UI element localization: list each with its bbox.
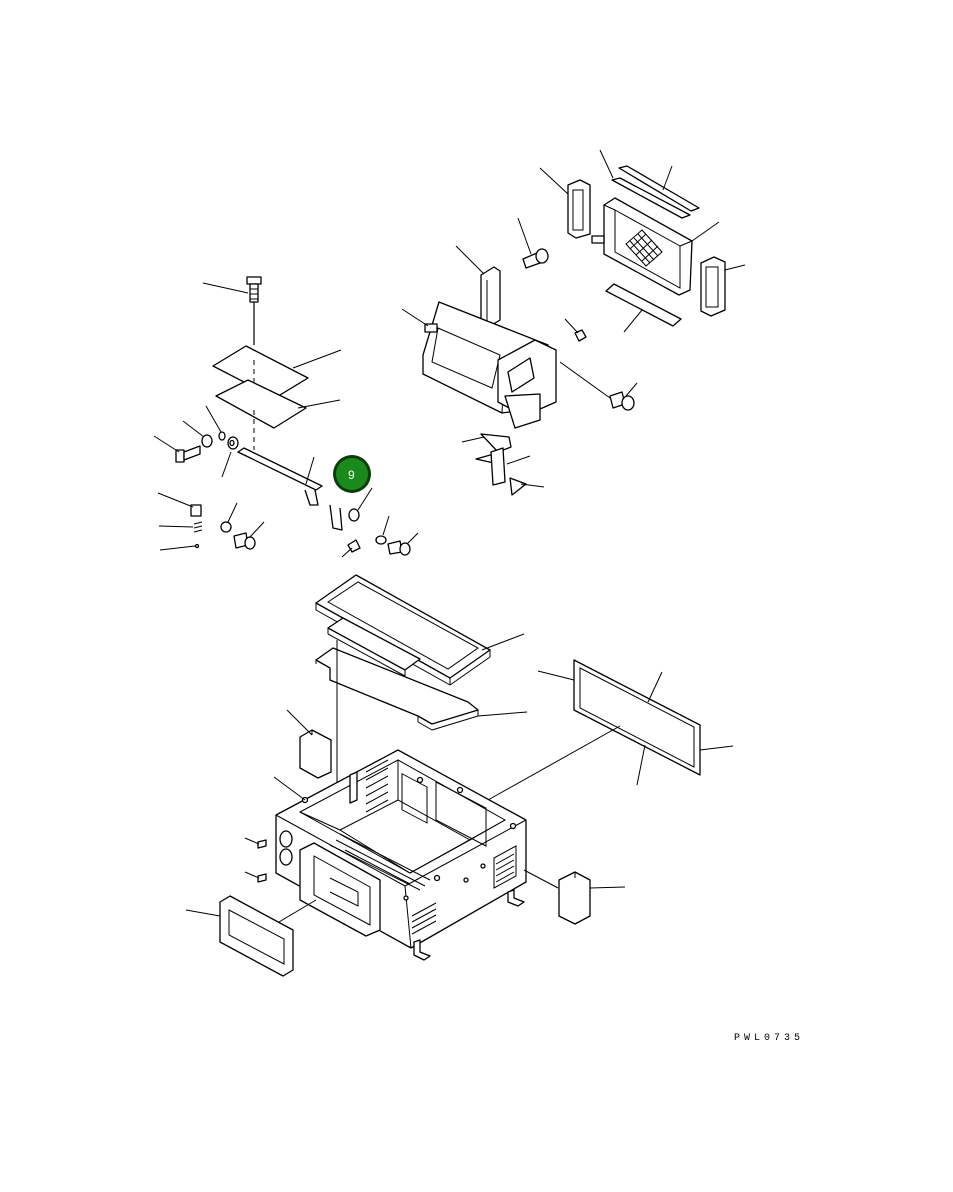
callout-badge[interactable]: 9 (333, 455, 371, 493)
seal-frame-left (567, 179, 591, 239)
seal-strip-bottom (605, 283, 682, 327)
fan-housing-assembly (401, 217, 638, 496)
port-hole (279, 830, 293, 848)
callout-label: 9 (348, 468, 355, 482)
heater-core (591, 197, 693, 296)
side-filter-panel (487, 659, 734, 801)
filter-plate-assembly (315, 574, 528, 731)
nut (218, 431, 226, 441)
washer (348, 508, 360, 522)
cover-plate-lower (215, 379, 307, 429)
washer (220, 521, 232, 533)
seal-strip (611, 177, 691, 219)
vent-slots-back (365, 759, 389, 813)
main-casing (244, 640, 527, 961)
mounting-foot (413, 939, 431, 961)
flap-parts (475, 433, 527, 496)
seal-frame-right (700, 256, 726, 317)
housing-pipe (424, 323, 438, 333)
top-cover-plate (315, 574, 491, 686)
spring (193, 521, 203, 533)
filter-pad-right (523, 869, 626, 925)
top-bolt (246, 276, 262, 303)
washer (375, 535, 387, 545)
lower-right-bolt (387, 540, 411, 556)
nut (190, 504, 202, 517)
mounting-bracket (237, 447, 323, 491)
vent-slots-front (411, 902, 437, 935)
seal-strip (618, 165, 700, 212)
inner-ribs (329, 833, 431, 891)
core-pipe (591, 235, 605, 244)
blower-housing (422, 301, 557, 429)
filter-pad-left (286, 709, 332, 779)
front-frame (185, 895, 294, 977)
port-hole (279, 848, 293, 866)
core-mesh (625, 229, 663, 267)
mounting-foot (507, 889, 525, 907)
drawing-code: PWL0735 (734, 1033, 805, 1044)
gasket-plate (315, 647, 479, 731)
middle-plate (327, 617, 421, 677)
left-bracket-assembly (153, 276, 419, 558)
vent-slots-side (493, 845, 517, 889)
front-duct (299, 842, 381, 937)
vertical-bracket (480, 266, 501, 329)
heater-core-assembly (539, 149, 746, 333)
side-bolt (175, 445, 201, 463)
housing-bolt (522, 248, 549, 269)
housing-side-bolt (609, 391, 635, 411)
washer (201, 434, 213, 448)
